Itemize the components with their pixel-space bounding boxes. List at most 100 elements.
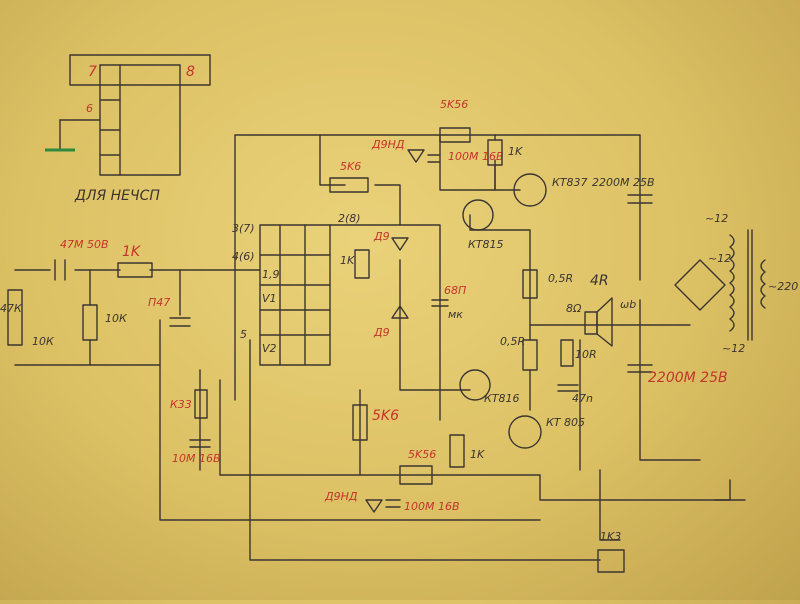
d9b-label: Д9 <box>373 326 390 339</box>
wire-bottom <box>249 339 601 561</box>
r05-bottom <box>522 339 538 371</box>
ic-body <box>259 224 331 366</box>
transistor-kt837 <box>513 173 547 207</box>
kt805-label: КТ 805 <box>546 416 585 429</box>
tr-220-label: ~220 <box>768 280 798 293</box>
r1k-low <box>449 434 465 468</box>
wire <box>494 164 521 191</box>
tr-12v-label: ~12 <box>705 212 728 225</box>
input-potentiometer <box>7 289 23 346</box>
ic-pin-v1: V1 <box>262 292 277 305</box>
chip-body <box>99 64 181 176</box>
transistor-kt815 <box>462 199 494 231</box>
wire-ground <box>159 319 541 521</box>
c68-unit: мк <box>448 308 463 321</box>
input-resistor <box>117 262 153 278</box>
diode-d9 <box>391 237 409 251</box>
r-k33 <box>194 389 208 419</box>
cap2200-top-label: 2200М 25В <box>592 176 655 189</box>
kt837-label: КТ837 <box>552 176 588 189</box>
speaker <box>584 311 598 335</box>
c68-label: 68П <box>444 284 466 297</box>
chip-pinout: 8 7 6 ДЛЯ НЕЧСП <box>45 54 211 204</box>
r5k56-top-label: 5K56 <box>440 98 468 111</box>
diode-d9-b <box>391 305 409 319</box>
ic-pin-3: 3(7) <box>232 222 255 235</box>
kt816-label: КТ816 <box>484 392 520 405</box>
ic-pin-2: 2(8) <box>338 212 361 225</box>
cap47-label: 47М 50В <box>60 238 109 251</box>
r5k6-mid-label: 5K6 <box>340 160 361 173</box>
kt815-label: КТ815 <box>468 238 504 251</box>
wire <box>639 299 701 461</box>
wire-top-rail <box>234 134 641 401</box>
wire <box>319 134 346 186</box>
r5k56-top <box>439 127 471 143</box>
k33-label: К33 <box>170 398 192 411</box>
chip-outline-top <box>69 54 211 86</box>
wire <box>599 469 621 541</box>
r1k3 <box>597 549 625 573</box>
speaker-cone <box>596 297 613 347</box>
zener-diode-bottom <box>365 499 383 513</box>
cap2200-mid-label: 2200М 25В <box>648 370 728 386</box>
r05-top-label: 0,5R <box>548 272 573 285</box>
r10r <box>560 339 574 367</box>
c47-label: П47 <box>148 296 170 309</box>
r1k3-label: 1K3 <box>600 530 621 543</box>
r1k-top <box>487 139 503 166</box>
pot-label: 47К <box>0 302 23 315</box>
r5k56-bottom-label: 5K56 <box>408 448 436 461</box>
r1k-mid-label: 1K <box>340 254 355 267</box>
diode-top-label: Д9НД <box>371 138 405 151</box>
r1k-mid <box>354 249 370 279</box>
r05-bottom-label: 0,5R <box>500 335 525 348</box>
cap100-top-label: 100М 16В <box>448 150 504 163</box>
r10r-label: 10R <box>575 348 597 361</box>
d9-label: Д9 <box>373 230 390 243</box>
ic-pin-5: 5 <box>240 328 247 341</box>
r5k6-mid <box>329 177 369 193</box>
speaker-label: 4R <box>590 273 609 289</box>
wire <box>399 259 471 391</box>
wire <box>219 379 361 476</box>
wire <box>329 224 441 421</box>
wire <box>469 214 531 341</box>
tr-12v-b-label: ~12 <box>708 252 731 265</box>
zener-diode-top <box>407 149 425 163</box>
c47n-label: 47n <box>572 392 593 405</box>
r10k-resistor <box>82 304 98 341</box>
r5k56-bottom <box>399 465 433 485</box>
wire-ground-rail <box>359 389 731 501</box>
chip-pin8-label: 8 <box>186 64 195 80</box>
chip-pin6-label: 6 <box>86 102 93 115</box>
ic-pin-4: 4(6) <box>232 250 255 263</box>
tr-12v-c-label: ~12 <box>722 342 745 355</box>
ic-pin-v2: V2 <box>262 342 277 355</box>
chip-pin7-label: 7 <box>88 64 97 80</box>
transformer-primary <box>760 259 766 309</box>
transformer-secondary <box>729 234 735 332</box>
r5k6-low-label: 5K6 <box>372 408 399 424</box>
transistor-kt805 <box>508 415 542 449</box>
chip-caption: ДЛЯ НЕЧСП <box>74 188 160 204</box>
components: 47К 10К 47М 50В 1K 10К П47 5K56 5K6 Д9НД… <box>0 98 798 573</box>
cap100-bottom-label: 100М 16В <box>404 500 460 513</box>
ic-pin-1-9: 1,9 <box>262 268 280 281</box>
wiring <box>14 134 746 561</box>
r05-top <box>522 269 538 299</box>
wire <box>374 184 401 226</box>
speaker-out: ωb <box>620 298 636 311</box>
cap10m-label: 10М 16В <box>172 452 221 465</box>
r10k-label: 10К <box>105 312 128 325</box>
r1k-low-label: 1K <box>470 448 485 461</box>
diode-bottom-label: Д9НД <box>324 490 358 503</box>
speaker-r8: 8Ω <box>566 302 582 315</box>
r1k-top-label: 1K <box>508 145 523 158</box>
pot-10k-label: 10К <box>32 335 55 348</box>
diode-bridge <box>674 259 726 311</box>
r1k-in-label: 1K <box>122 244 142 260</box>
r5k6-low <box>352 404 368 441</box>
